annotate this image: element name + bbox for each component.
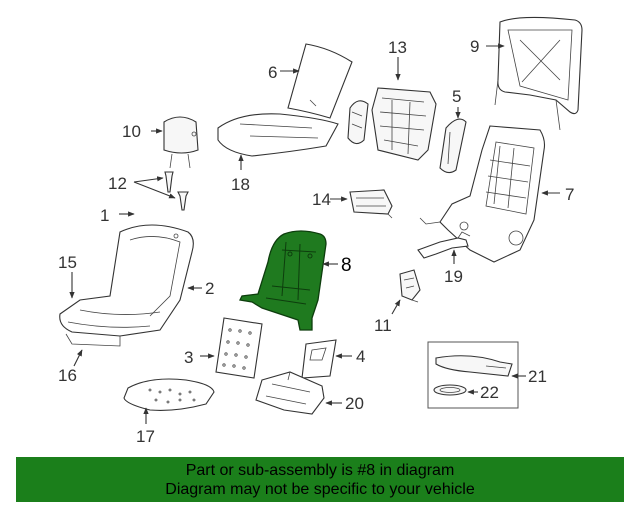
callout-17: 17 — [136, 427, 155, 446]
part-5-side-trim[interactable] — [439, 118, 467, 174]
callout-7: 7 — [565, 185, 574, 204]
callout-20: 20 — [345, 394, 364, 413]
part-1-seat-assembly[interactable] — [59, 224, 194, 347]
part-21-trim-piece[interactable] — [435, 355, 513, 377]
callout-5: 5 — [452, 87, 461, 106]
callout-12: 12 — [108, 174, 127, 193]
callout-8: 8 — [341, 255, 352, 276]
part-9-seat-back-frame[interactable] — [494, 16, 583, 131]
callout-3: 3 — [184, 348, 193, 367]
callout-6: 6 — [268, 63, 277, 82]
part-12-headrest-guides[interactable] — [164, 171, 189, 211]
callout-1: 1 — [100, 206, 109, 225]
callout-22: 22 — [480, 383, 499, 402]
part-13-seat-module[interactable] — [347, 87, 437, 161]
banner-line-1: Part or sub-assembly is #8 in diagram — [185, 462, 455, 479]
part-3-perforated-panel[interactable] — [215, 317, 263, 379]
part-17-base-pad[interactable] — [123, 378, 215, 411]
callout-18: 18 — [231, 175, 250, 194]
part-7-seat-frame[interactable] — [419, 125, 546, 263]
callout-9: 9 — [470, 37, 479, 56]
info-banner: Part or sub-assembly is #8 in diagram Di… — [16, 457, 624, 502]
banner-line-2: Diagram may not be specific to your vehi… — [165, 481, 475, 498]
callout-11: 11 — [374, 316, 392, 335]
callout-15: 15 — [58, 253, 77, 272]
part-18-cushion-pad[interactable] — [217, 113, 339, 157]
callout-14: 14 — [312, 190, 331, 209]
callout-4: 4 — [356, 347, 365, 366]
callout-13: 13 — [388, 38, 407, 57]
part-19-bracket[interactable] — [417, 231, 471, 259]
callout-16: 16 — [58, 366, 77, 385]
callout-19: 19 — [444, 267, 463, 286]
part-10-headrest[interactable] — [163, 116, 199, 169]
callout-10: 10 — [122, 122, 141, 141]
part-14-module[interactable] — [349, 189, 393, 219]
part-22-ring[interactable] — [433, 384, 467, 396]
seat-parts-diagram: 9 13 6 18 5 7 — [58, 16, 583, 446]
part-8-seat-back-highlighted[interactable] — [239, 230, 327, 331]
part-6-back-pad[interactable] — [287, 43, 353, 119]
part-4-small-panel[interactable] — [301, 339, 337, 379]
part-11-clip[interactable] — [399, 269, 421, 303]
callout-2: 2 — [205, 279, 214, 298]
callout-21: 21 — [528, 367, 547, 386]
part-20-lower-tray[interactable] — [255, 371, 325, 415]
